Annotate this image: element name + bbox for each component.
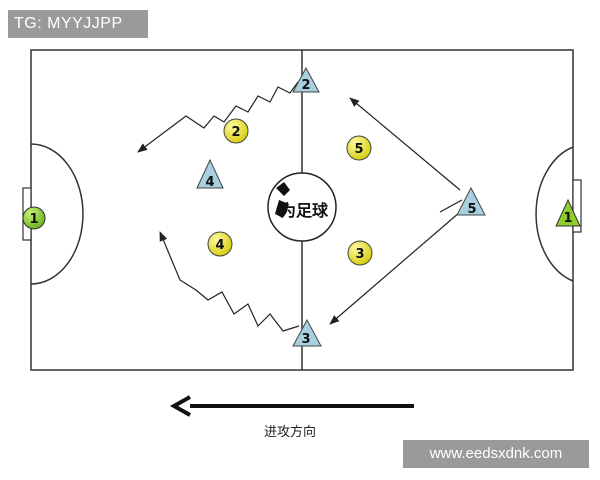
right-penalty-arc xyxy=(535,146,574,282)
left-penalty-arc xyxy=(30,143,84,285)
svg-text:5: 5 xyxy=(467,202,476,217)
circle-player-2: 2 xyxy=(223,118,249,144)
attack-direction-arrow xyxy=(169,395,414,417)
right-goal xyxy=(572,179,582,233)
run-path-top xyxy=(137,81,299,153)
run-path-bottom xyxy=(159,231,300,332)
svg-text:1: 1 xyxy=(29,212,38,227)
pass-arrow-up xyxy=(349,97,461,191)
svg-text:4: 4 xyxy=(215,238,224,253)
triangle-player-5: 5 xyxy=(456,186,486,217)
left-goalkeeper: 1 xyxy=(22,206,46,230)
svg-text:3: 3 xyxy=(355,247,364,262)
center-logo: 为足球 xyxy=(267,172,337,242)
watermark-bottom: www.eedsxdnk.com xyxy=(403,440,589,468)
logo-text: 为足球 xyxy=(280,201,329,220)
watermark-top: TG: MYYJJPP xyxy=(8,10,148,38)
pass-arrow-down xyxy=(329,211,461,325)
svg-text:1: 1 xyxy=(563,211,572,226)
svg-text:2: 2 xyxy=(231,125,240,140)
right-goalkeeper: 1 xyxy=(555,198,581,227)
pass-arrow-middle xyxy=(439,199,463,213)
svg-text:4: 4 xyxy=(205,175,214,190)
svg-text:2: 2 xyxy=(301,78,310,93)
circle-player-5: 5 xyxy=(346,135,372,161)
circle-player-4: 4 xyxy=(207,231,233,257)
triangle-player-2: 2 xyxy=(292,66,320,93)
triangle-player-3: 3 xyxy=(292,318,322,347)
svg-text:3: 3 xyxy=(301,332,310,347)
svg-text:5: 5 xyxy=(354,142,363,157)
circle-player-3: 3 xyxy=(347,240,373,266)
attack-direction-caption: 进攻方向 xyxy=(264,424,316,440)
triangle-player-4: 4 xyxy=(196,158,224,190)
